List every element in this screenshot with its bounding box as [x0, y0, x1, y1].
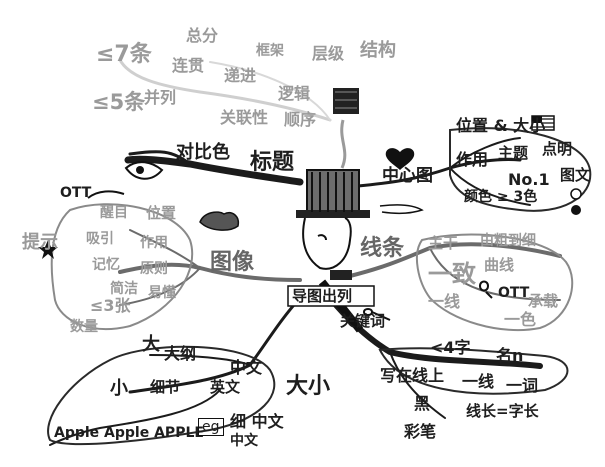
keyword-one-word: 一词	[506, 376, 539, 395]
central-theme: 主题	[498, 144, 529, 162]
node-size: 大小	[286, 374, 331, 399]
size-chinese-note: 中文	[230, 433, 258, 449]
hat-figure	[296, 88, 370, 333]
branch-keyword-lower	[389, 351, 446, 419]
branch-size-lower	[49, 389, 221, 446]
size-outline: 大纲	[164, 344, 197, 363]
flag-icon	[531, 115, 555, 131]
size-example: Apple Apple APPLE	[54, 425, 204, 441]
lines-one-color: 一色	[504, 310, 537, 329]
top-structure: 结构	[360, 40, 396, 61]
center-label-box	[287, 285, 375, 307]
keyword-same-length: 线长=字长	[466, 402, 539, 420]
branch-image-upper	[129, 229, 201, 269]
size-eg-box: eg	[198, 418, 224, 436]
leaf-icon	[379, 204, 424, 215]
bubble-image	[50, 203, 194, 331]
node-image: 图像	[210, 250, 255, 275]
top-level: 层级	[312, 44, 345, 63]
rule-seven: ≤7条	[96, 42, 152, 67]
lines-bear: 承载	[528, 292, 559, 310]
branch-central-lower	[449, 167, 531, 206]
key-icon	[362, 308, 391, 321]
keyword-chars: <4字	[430, 338, 471, 357]
top-coherent: 连贯	[172, 56, 205, 75]
lines-consistent: 一致	[428, 260, 476, 288]
lines-thick: 由粗到细	[480, 233, 536, 249]
central-effect: 作用	[456, 150, 489, 169]
branch-size-upper	[149, 354, 251, 366]
heart-icon	[385, 148, 415, 170]
central-colors: 颜色 ≥ 3色	[464, 189, 538, 205]
bubble-keyword	[378, 347, 569, 395]
image-attract: 吸引	[86, 231, 114, 247]
size-chinese-small: 细 中文	[230, 412, 284, 431]
image-simple: 简洁	[110, 281, 138, 297]
central-position-size: 位置 & 大小	[456, 116, 546, 135]
bubble-size	[47, 345, 276, 446]
arrow-icon	[87, 190, 125, 199]
branch-theme	[124, 155, 304, 186]
lines-otn: OTT	[498, 285, 530, 301]
cloud-icon	[199, 211, 240, 231]
keyword-black: 黑	[414, 394, 431, 413]
lines-one-line: 一线	[428, 292, 461, 311]
image-memory: 记忆	[92, 257, 120, 273]
image-otn: OTT	[60, 185, 92, 201]
image-easy: 易懂	[148, 285, 176, 301]
branch-image-lower	[119, 267, 201, 306]
keyword-one-line: 一线	[462, 372, 495, 391]
size-chinese-large: 中文	[230, 358, 263, 377]
central-highlight: 点明	[542, 140, 573, 158]
rule-five: ≤5条	[92, 90, 146, 114]
node-contrast: 对比色	[176, 142, 230, 163]
branch-top-left-faint	[118, 58, 332, 122]
size-english: 英文	[210, 378, 241, 396]
size-big: 大	[142, 334, 160, 355]
image-count: ≤3张	[90, 296, 131, 315]
central-first: No.1	[508, 170, 550, 189]
image-less: 数量	[70, 319, 98, 335]
bubble-lines	[415, 233, 574, 332]
image-position: 位置	[146, 204, 177, 222]
top-total: 总分	[186, 26, 219, 45]
node-lines: 线条	[360, 236, 405, 261]
center-label: 导图出列	[292, 287, 353, 305]
branch-central-upper	[449, 137, 521, 169]
node-theme: 标题	[250, 150, 295, 175]
top-parallel: 并列	[144, 88, 177, 107]
branch-contrast	[128, 150, 192, 166]
top-progressive: 递进	[224, 66, 257, 85]
image-principle: 原则	[140, 261, 168, 277]
branch-lines-lower	[429, 247, 561, 301]
keyword-on-line: 写在线上	[380, 366, 445, 385]
image-highlight: 醒目	[100, 205, 128, 221]
lines-main: 主干	[428, 234, 459, 252]
top-frame: 框架	[256, 43, 284, 59]
magnifier-icon	[478, 280, 493, 299]
traffic-light-icon	[570, 188, 582, 215]
star-icon	[38, 240, 58, 259]
keyword-color: 彩笔	[404, 422, 437, 441]
keyword-noun: 名n	[496, 346, 524, 365]
hand-icon	[124, 161, 164, 180]
lines-curve: 曲线	[484, 256, 515, 274]
hand-dot-icon	[136, 166, 144, 174]
branch-top-left-faint-2	[209, 61, 331, 121]
top-association: 关联性	[220, 108, 269, 127]
image-effect: 作用	[140, 235, 168, 251]
top-logic: 逻辑	[278, 84, 311, 103]
size-small: 小	[110, 378, 128, 399]
node-keyword: 关键词	[340, 312, 386, 330]
node-central-image: 中心图	[382, 166, 433, 186]
size-detail: 细节	[150, 378, 181, 396]
top-order: 顺序	[284, 110, 317, 129]
central-image-text: 图文	[560, 166, 591, 184]
image-reminder: 提示	[22, 232, 58, 253]
